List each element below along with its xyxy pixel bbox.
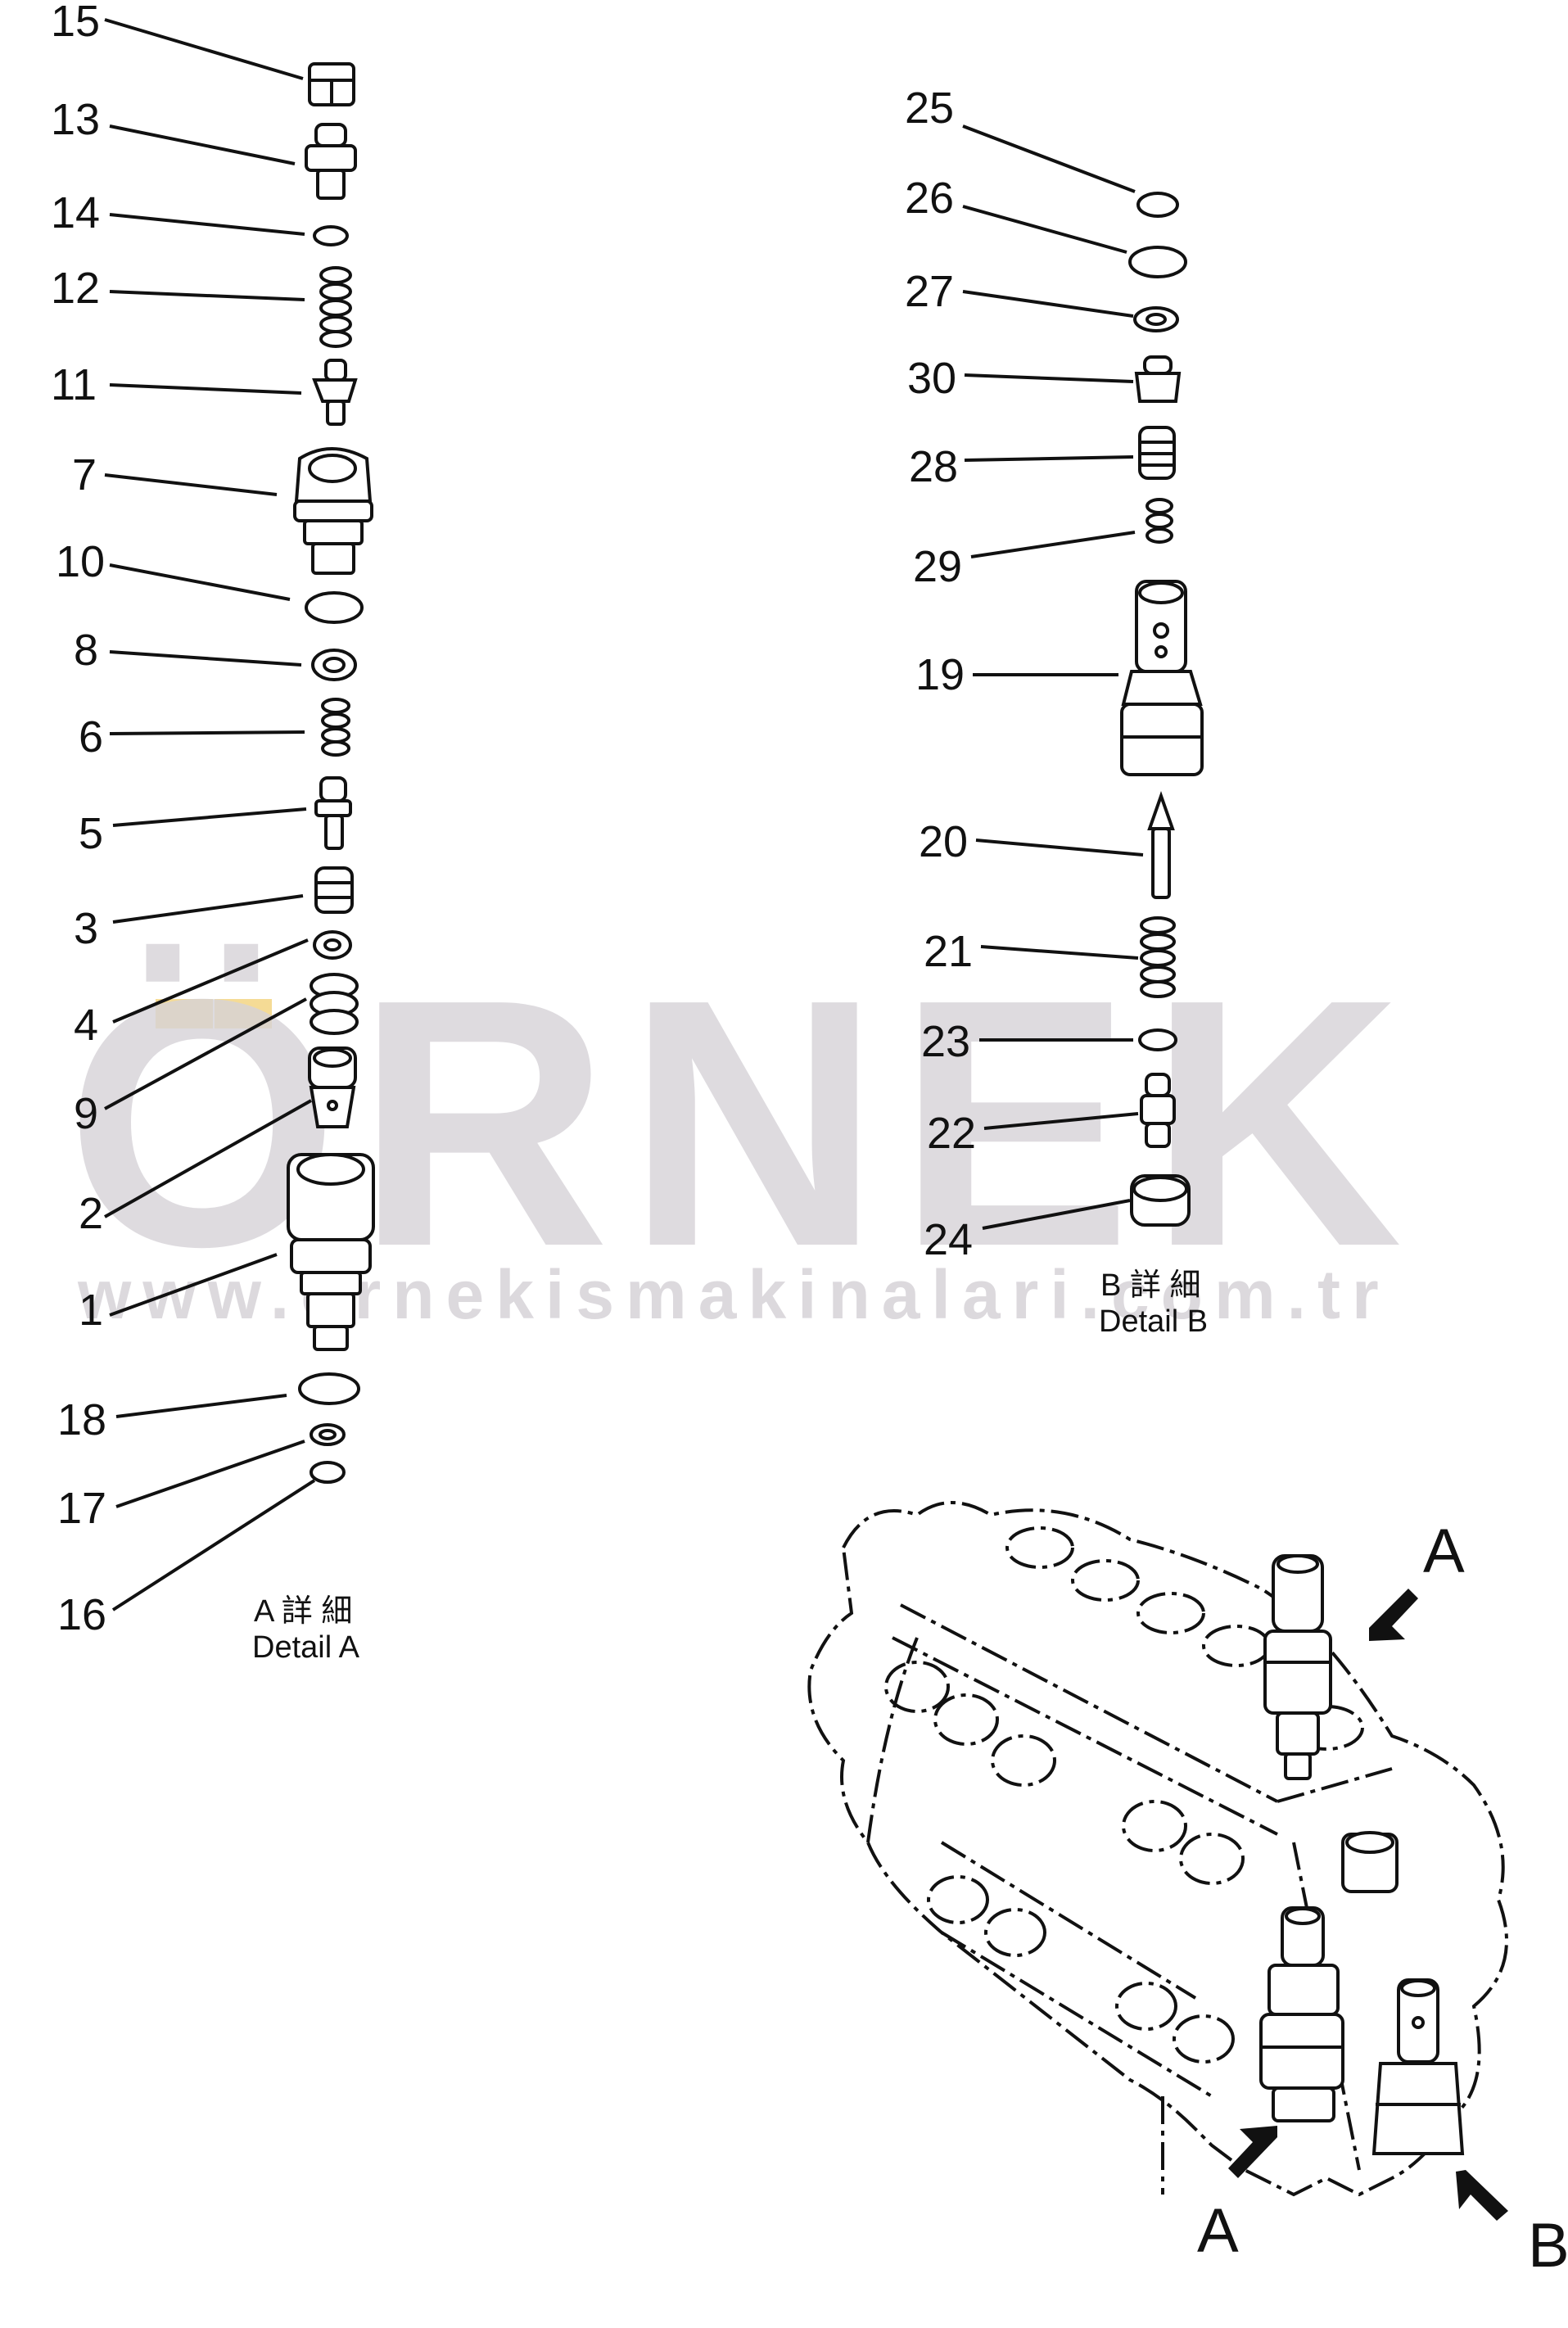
part-number: 17: [57, 1484, 106, 1533]
part-8-washer: [311, 649, 357, 681]
leader-lines: [962, 124, 1144, 1230]
part-9-ring: [310, 973, 359, 1035]
part-20-needle: [1147, 790, 1175, 899]
watermark-brand: ÖRNEK: [66, 927, 1419, 1320]
arrow-icon: [1228, 2126, 1277, 2178]
part-29-spring: [1145, 498, 1173, 544]
part-number: 23: [921, 1017, 970, 1066]
part-number: 11: [51, 360, 97, 409]
part-15-cap-nut: [308, 62, 355, 106]
part-number: 19: [915, 650, 965, 699]
part-number: 24: [924, 1215, 973, 1264]
leader-lines: [104, 18, 316, 1612]
part-number: 27: [905, 267, 954, 316]
part-26-o-ring: [1128, 246, 1187, 278]
detail-a-caption-en: Detail A: [252, 1630, 360, 1665]
part-number: 8: [74, 626, 98, 675]
part-number: 5: [79, 809, 103, 858]
part-number: 28: [909, 442, 958, 491]
part-24-nut: [1130, 1174, 1191, 1227]
part-17-backup-ring: [310, 1423, 346, 1446]
detail-b: 25 26 27 30 28 29 19 20 21 23 22 24: [905, 84, 1208, 1339]
part-number: 13: [51, 95, 100, 144]
part-16-o-ring: [310, 1461, 346, 1484]
part-number: 9: [74, 1089, 98, 1138]
relief-valve-a-top: [1263, 1554, 1332, 1780]
part-number: 12: [51, 264, 100, 313]
part-10-o-ring: [305, 591, 364, 624]
view-label-a-top: A: [1423, 1517, 1465, 1586]
part-number: 20: [919, 817, 968, 866]
part-number: 16: [57, 1590, 106, 1639]
part-19-valve-body: [1120, 580, 1204, 776]
part-number: 3: [74, 904, 98, 953]
part-13-adjusting-screw: [305, 123, 357, 200]
part-number: 4: [74, 1001, 98, 1050]
part-1-valve-body: [287, 1153, 375, 1351]
part-number: 2: [79, 1189, 103, 1238]
part-12-spring: [319, 266, 352, 348]
valve-b: [1371, 1978, 1465, 2155]
part-number: 1: [79, 1286, 103, 1335]
arrow-icon: [1369, 1589, 1418, 1641]
part-14-o-ring: [313, 225, 349, 246]
part-4-ring: [313, 930, 352, 960]
detail-a: 15 13 14 12 11 7 10 8 6 5 3 4 9 2 1 18 1…: [51, 0, 375, 1665]
watermark-accent-left: [156, 999, 213, 1028]
part-25-o-ring: [1136, 192, 1179, 218]
part-21-spring: [1140, 916, 1176, 998]
part-18-o-ring: [298, 1372, 360, 1405]
part-number: 14: [51, 188, 100, 237]
part-27-washer: [1133, 306, 1179, 332]
plug-cap: [1341, 1831, 1399, 1893]
part-7-plug: [293, 447, 373, 575]
view-label-a-bottom: A: [1197, 2196, 1239, 2266]
arrow-icon: [1456, 2170, 1508, 2221]
watermark: ÖRNEK www.ornekismakinalari.com.tr: [66, 927, 1419, 1333]
part-number: 29: [913, 542, 962, 591]
detail-b-caption-jp: B 詳 細: [1100, 1268, 1200, 1303]
detail-b-caption-en: Detail B: [1099, 1304, 1208, 1339]
part-23-o-ring: [1138, 1028, 1177, 1051]
part-number: 10: [56, 537, 105, 586]
valve-assembly-view: A A B: [807, 1501, 1568, 2281]
part-2-main-poppet: [308, 1046, 357, 1128]
part-number: 21: [924, 927, 973, 976]
part-30-plug: [1134, 355, 1182, 403]
part-28-sleeve: [1138, 426, 1176, 480]
part-3-sleeve: [314, 866, 354, 914]
part-6-spring: [321, 698, 350, 757]
valve-block-outline: [807, 1501, 1508, 2197]
part-5-piston: [314, 776, 352, 850]
part-number: 6: [79, 712, 103, 762]
part-number: 30: [907, 354, 956, 403]
detail-a-caption-jp: A 詳 細: [254, 1594, 352, 1629]
part-11-poppet: [312, 359, 358, 426]
part-number: 25: [905, 84, 954, 133]
part-number: 22: [927, 1109, 976, 1158]
part-22-poppet: [1140, 1073, 1176, 1148]
part-number: 15: [51, 0, 100, 46]
view-label-b: B: [1528, 2211, 1568, 2281]
part-number: 18: [57, 1395, 106, 1444]
part-number: 26: [905, 174, 954, 223]
relief-valve-a-bottom: [1259, 1906, 1344, 2122]
part-number: 7: [72, 450, 97, 500]
